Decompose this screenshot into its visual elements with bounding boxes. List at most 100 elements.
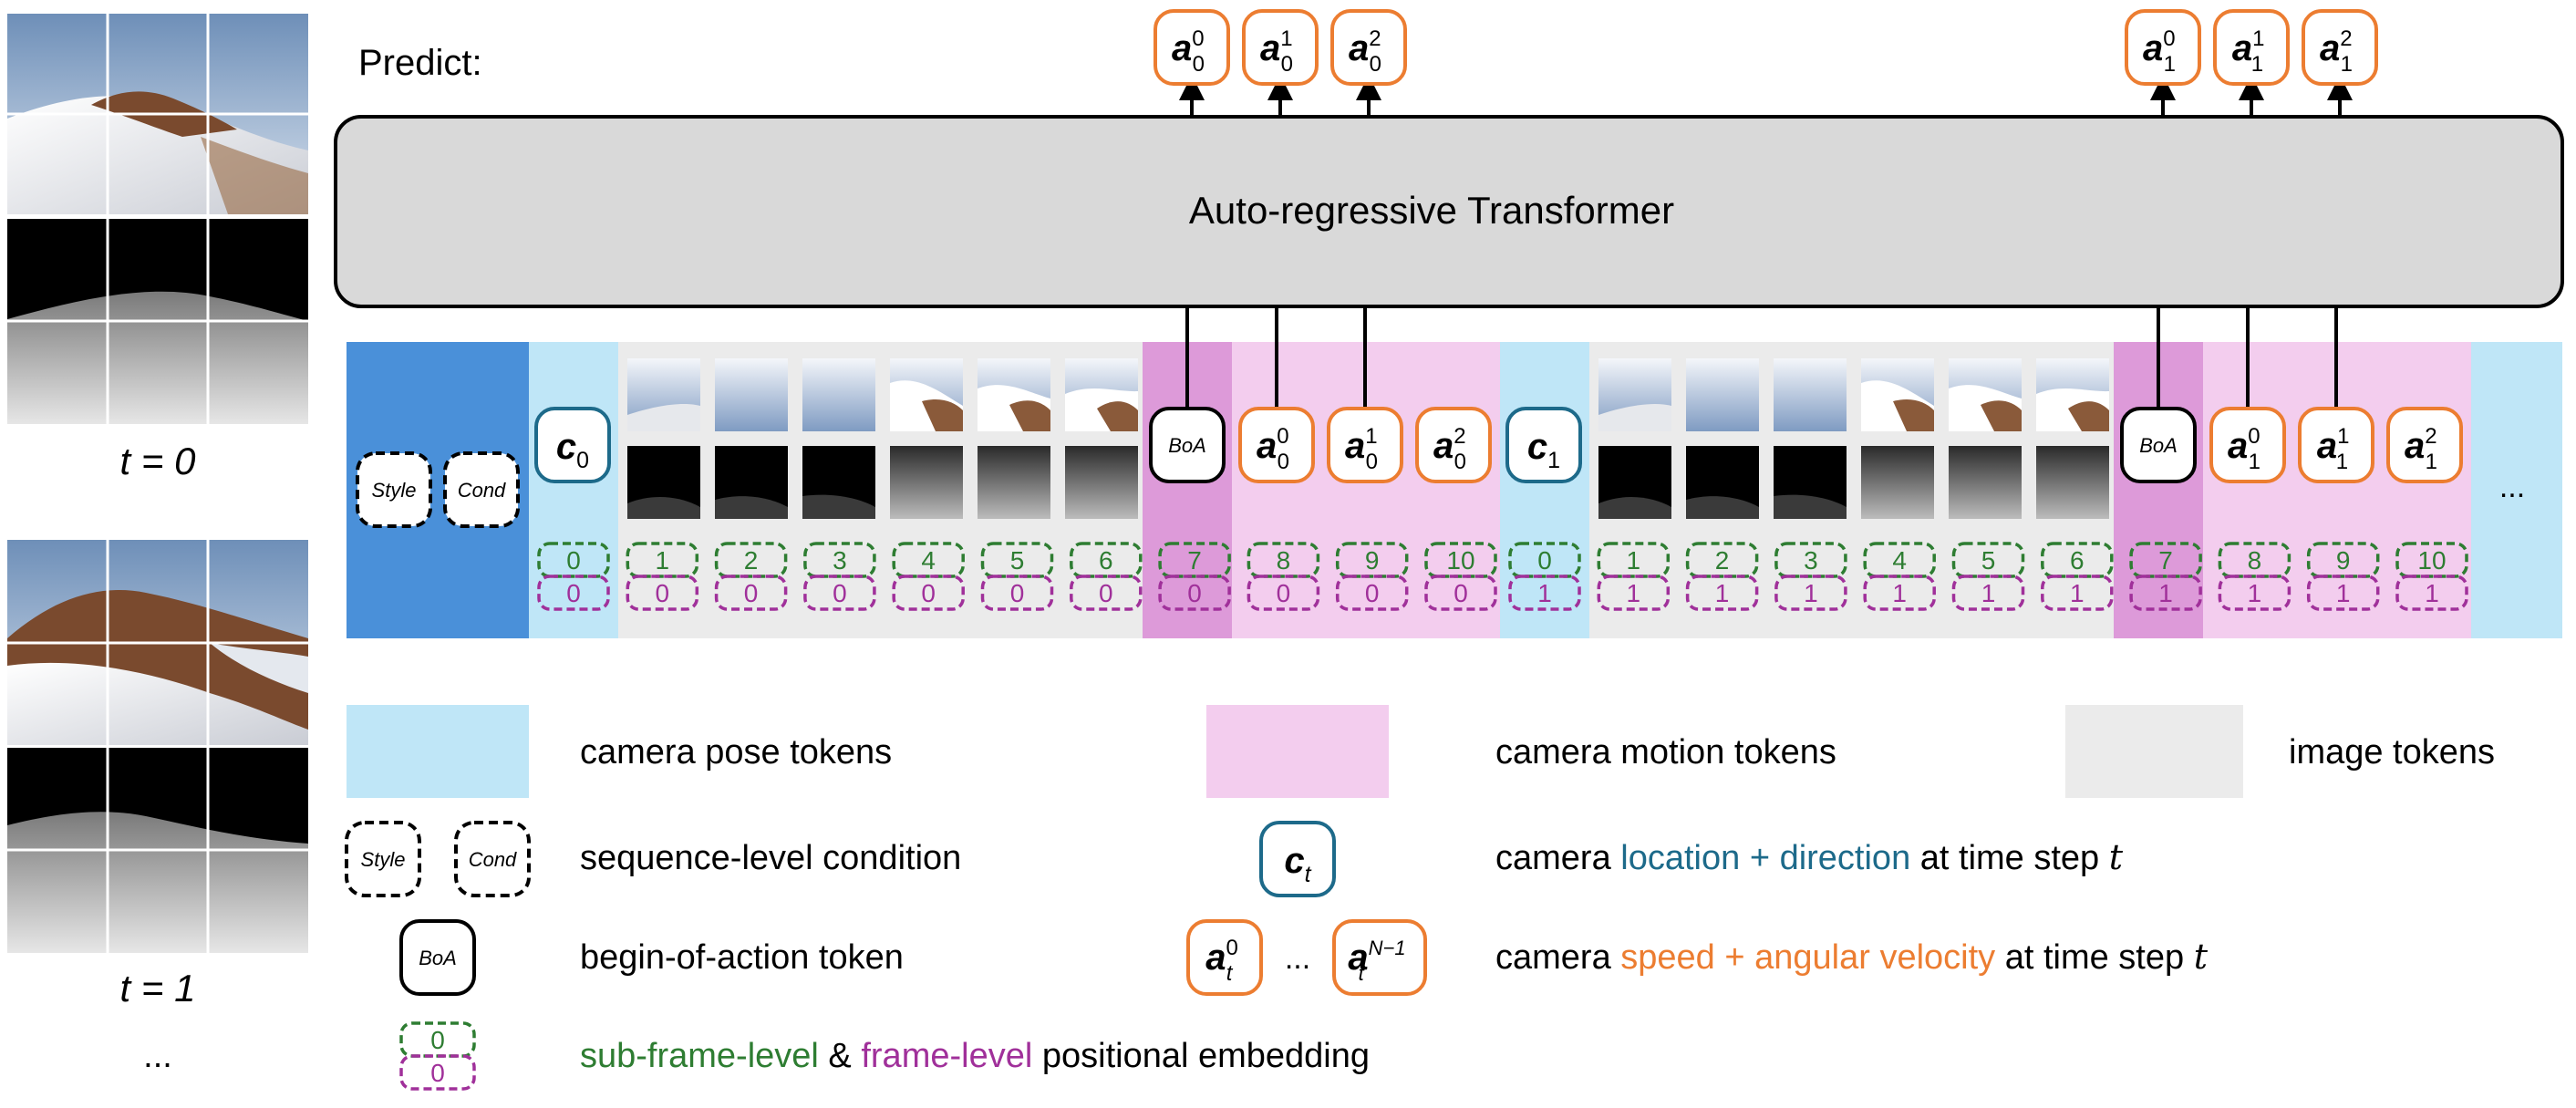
image-token [1065,358,1138,519]
svg-text:10: 10 [1446,546,1474,575]
image-token [1598,358,1671,519]
legend-motion-label: camera motion tokens [1495,733,1836,771]
image-tokens [627,358,2109,519]
position-pill: 40 [892,542,965,611]
pose-region-1 [1500,342,1589,638]
position-pill: 10 [626,542,699,611]
cond-token: Cond [443,451,520,528]
legend: camera pose tokens camera motion tokens … [345,705,2495,1091]
position-pill: 101 [2395,542,2468,611]
svg-text:a11: a11 [2232,26,2264,77]
position-pill: 31 [1774,542,1847,611]
svg-text:2: 2 [744,546,759,575]
image-token [715,358,788,519]
image-token [1774,358,1847,519]
svg-text:Style: Style [372,479,417,502]
position-pill: 51 [1951,542,2025,611]
image-token [2036,358,2109,519]
image-token [1861,358,1934,519]
position-pill: 00 [537,542,610,611]
svg-text:7: 7 [2158,546,2173,575]
boa-token-1: BoA [2120,407,2197,483]
token-connectors [1179,75,2353,409]
svg-text:0: 0 [430,1059,445,1087]
frame-t0-grid [7,14,308,424]
frame-t1-grid [7,540,308,953]
svg-text:1: 1 [2336,579,2351,607]
position-pill: 11 [1597,542,1671,611]
svg-text:0: 0 [1365,579,1380,607]
legend-boa-token: BoA [399,919,476,996]
svg-text:0: 0 [1537,546,1552,575]
svg-text:1: 1 [1981,579,1996,607]
svg-text:0: 0 [1277,579,1291,607]
position-pill: 80 [1247,542,1320,611]
svg-text:0: 0 [1010,579,1025,607]
svg-text:1: 1 [1892,579,1907,607]
legend-pos-label: sub-frame-level & frame-level positional… [580,1037,1370,1075]
position-pill: 81 [2218,542,2292,611]
left-ellipsis: ... [143,1037,172,1075]
svg-text:7: 7 [1187,546,1202,575]
svg-text:a10: a10 [1345,424,1378,474]
image-token [627,358,700,519]
svg-text:a00: a00 [1172,26,1205,77]
legend-cond-token: Cond [454,821,531,897]
position-pill: 50 [980,542,1054,611]
svg-text:1: 1 [2158,579,2173,607]
svg-text:9: 9 [2336,546,2351,575]
pose-token-c1: c1 [1505,407,1582,483]
svg-text:0: 0 [833,579,847,607]
svg-text:2: 2 [1715,546,1730,575]
svg-text:0: 0 [566,579,581,607]
frame-thumbnails: t = 0 t = 1 ... [7,14,308,1075]
legend-swatch-pose [347,705,529,798]
legend-image-label: image tokens [2289,733,2495,771]
svg-text:a0t: a0t [1205,936,1238,986]
transformer-label: Auto-regressive Transformer [1189,189,1674,232]
svg-text:BoA: BoA [2139,434,2178,457]
image-region-1 [1589,342,2114,638]
legend-boa-label: begin-of-action token [580,938,904,977]
svg-text:a00: a00 [1257,424,1289,474]
transformer-box [334,115,2564,308]
svg-text:0: 0 [1454,579,1468,607]
pose-token-c0: c0 [534,407,611,483]
legend-sequence-label: sequence-level condition [580,839,961,877]
position-pill: 20 [714,542,788,611]
svg-text:8: 8 [2248,546,2262,575]
svg-text:8: 8 [1277,546,1291,575]
svg-text:0: 0 [430,1026,445,1054]
time-label-t0: t = 0 [120,440,197,482]
svg-text:BoA: BoA [1168,434,1206,457]
legend-ct-label: camera location + direction at time step… [1495,837,2124,877]
svg-text:1: 1 [1537,579,1552,607]
svg-text:1: 1 [1627,579,1641,607]
svg-text:a01: a01 [2228,424,2260,474]
svg-text:3: 3 [833,546,847,575]
legend-pose-label: camera pose tokens [580,733,892,771]
style-token: Style [356,451,432,528]
image-region-0 [618,342,1143,638]
svg-text:1: 1 [2425,579,2439,607]
svg-text:a10: a10 [1260,26,1293,77]
legend-at-dots: ... [1285,941,1310,976]
svg-text:Style: Style [361,848,406,871]
svg-text:a20: a20 [1349,26,1381,77]
position-pill: 100 [1424,542,1497,611]
svg-text:1: 1 [1804,579,1818,607]
position-pill: 90 [1335,542,1409,611]
svg-text:a21: a21 [2320,26,2353,77]
image-token [802,358,875,519]
legend-style-token: Style [345,821,421,897]
svg-text:1: 1 [1627,546,1641,575]
legend-swatch-image [2065,705,2243,798]
